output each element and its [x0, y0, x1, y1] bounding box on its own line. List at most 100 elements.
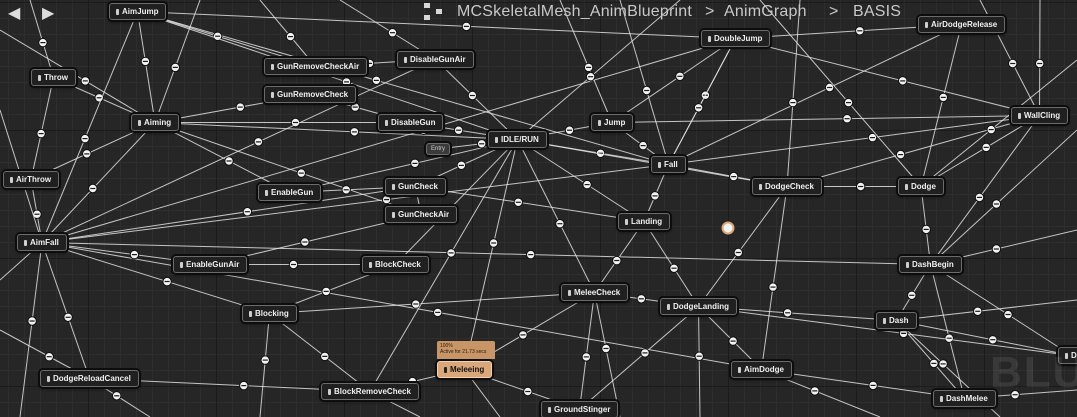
transition-rule-glyph: [642, 352, 648, 354]
transition-wire: [761, 369, 965, 399]
transition-rule-glyph: [931, 362, 937, 364]
state-icon: [548, 406, 551, 413]
transition-rule-glyph: [412, 162, 418, 164]
transition-rule-glyph: [940, 96, 946, 98]
state-disablegunair[interactable]: DisableGunAir: [397, 51, 474, 68]
transition-wire: [30, 122, 156, 180]
state-groundstinger[interactable]: GroundStinger: [541, 401, 619, 417]
transition-wire: [41, 164, 669, 243]
state-meleecheck[interactable]: MeleeCheck: [561, 284, 629, 301]
state-enablegunair[interactable]: EnableGunAir: [173, 256, 248, 273]
transition-wire: [517, 0, 681, 140]
transition-rule-glyph: [38, 133, 44, 135]
state-jump[interactable]: Jump: [591, 114, 634, 131]
state-icon: [708, 35, 711, 42]
state-dodgelanding[interactable]: DodgeLanding: [660, 298, 737, 315]
state-guncheck[interactable]: GunCheck: [385, 178, 447, 195]
state-icon: [598, 119, 601, 126]
state-blocking[interactable]: Blocking: [242, 305, 297, 322]
state-dodge[interactable]: Dodge: [898, 178, 944, 195]
state-dash[interactable]: Dash: [876, 312, 917, 329]
state-dodgereloadcancel[interactable]: DodgeReloadCancel: [40, 370, 139, 387]
transition-rule-glyph: [351, 131, 357, 133]
transition-wire: [930, 264, 1072, 356]
state-aimdodge[interactable]: AimDodge: [731, 361, 792, 378]
transition-wire: [137, 11, 156, 123]
state-gunremovecheck[interactable]: GunRemoveCheck: [264, 86, 357, 103]
state-dodgecheck[interactable]: DodgeCheck: [752, 178, 822, 195]
state-dashbegin[interactable]: DashBegin: [899, 256, 962, 273]
transition-rule-glyph: [988, 129, 994, 131]
transition-rule-glyph: [900, 80, 906, 82]
transition-rule-glyph: [827, 86, 833, 89]
transition-wire: [41, 38, 736, 243]
state-dashmelee[interactable]: DashMelee: [933, 390, 996, 407]
state-icon: [1018, 112, 1021, 119]
state-airdodgerelease[interactable]: AirDodgeRelease: [918, 16, 1006, 33]
transition-rule-glyph: [413, 303, 419, 305]
transition-rule-glyph: [520, 334, 526, 336]
transition-rule-glyph: [226, 160, 232, 162]
transition-rule-glyph: [603, 347, 609, 350]
transition-rule-glyph: [82, 138, 88, 140]
breadcrumb-basis[interactable]: BASIS: [853, 3, 902, 20]
entry-node[interactable]: Entry: [426, 143, 451, 155]
state-d-partial[interactable]: D: [1058, 347, 1077, 364]
transition-wire: [154, 122, 518, 140]
transition-wire: [786, 115, 1040, 187]
state-icon: [369, 261, 372, 268]
state-wallcling[interactable]: WallCling: [1011, 107, 1069, 124]
state-meleeing[interactable]: Meleeing: [437, 361, 493, 378]
transition-wire: [896, 299, 1077, 321]
transition-rule-glyph: [90, 187, 96, 190]
transition-rule-glyph: [735, 251, 741, 254]
transition-wire: [930, 264, 965, 399]
state-icon: [328, 388, 331, 395]
transition-rule-glyph: [96, 97, 102, 99]
state-doublejump[interactable]: DoubleJump: [701, 30, 771, 47]
transition-wire: [735, 38, 1040, 116]
transition-rule-glyph: [293, 121, 298, 124]
transition-rule-glyph: [298, 172, 304, 174]
state-aimfall[interactable]: AimFall: [17, 234, 67, 251]
state-icon: [38, 74, 41, 81]
state-aiming[interactable]: Aiming: [131, 114, 180, 131]
transition-rule-glyph: [557, 223, 563, 225]
back-arrow-icon[interactable]: ◀: [8, 5, 21, 22]
transition-wire: [395, 139, 518, 265]
state-disablegun[interactable]: DisableGun: [378, 114, 444, 131]
breadcrumb-animgraph[interactable]: AnimGraph: [724, 3, 807, 20]
transition-rule-glyph: [344, 81, 349, 83]
transition-wire: [435, 59, 518, 140]
state-gunremovecheckair[interactable]: GunRemoveCheckAir: [264, 58, 368, 75]
transition-wire: [41, 122, 156, 243]
state-aimjump[interactable]: AimJump: [109, 3, 167, 20]
transition-rule-glyph: [731, 176, 737, 178]
transition-wire: [786, 0, 801, 187]
transition-wire: [1039, 0, 1041, 116]
breadcrumb-asset[interactable]: MCSkeletalMesh_AnimBlueprint: [457, 3, 693, 20]
state-enablegun[interactable]: EnableGun: [258, 184, 322, 201]
transition-rule-glyph: [671, 267, 677, 269]
state-blockcheck[interactable]: BlockCheck: [362, 256, 429, 273]
transition-wire: [698, 306, 701, 417]
transition-rule-glyph: [990, 339, 996, 341]
active-transition-rule-icon[interactable]: [721, 221, 735, 235]
state-idlerun[interactable]: IDLE/RUN: [488, 131, 547, 148]
transition-wire: [920, 24, 962, 187]
transition-wire: [920, 115, 1040, 187]
state-airthrow[interactable]: AirThrow: [3, 171, 60, 188]
transition-rule-glyph: [84, 153, 90, 155]
transition-wire: [517, 139, 645, 222]
state-landing[interactable]: Landing: [618, 213, 671, 230]
transition-wire: [30, 77, 54, 180]
state-guncheckair[interactable]: GunCheckAir: [385, 206, 458, 223]
transition-rule-glyph: [584, 184, 590, 186]
transition-rule-glyph: [1010, 62, 1016, 65]
state-blockremovecheck[interactable]: BlockRemoveCheck: [321, 383, 419, 400]
state-throw[interactable]: Throw: [31, 69, 76, 86]
transition-rule-glyph: [215, 35, 221, 37]
state-fall[interactable]: Fall: [651, 156, 686, 173]
forward-arrow-icon[interactable]: ▶: [42, 5, 55, 22]
